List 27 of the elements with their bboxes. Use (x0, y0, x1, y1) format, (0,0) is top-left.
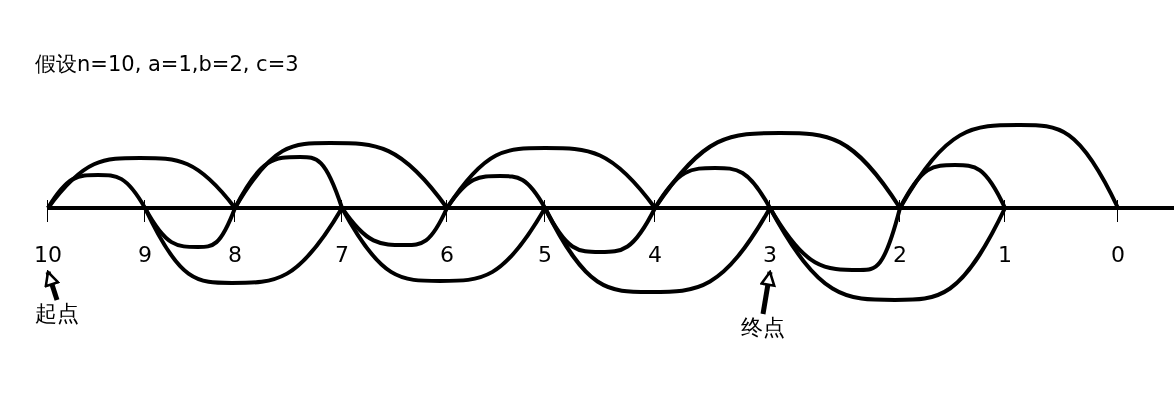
arc (768, 207, 1007, 302)
arc (233, 141, 449, 210)
arc (46, 173, 147, 210)
up-arrow (760, 270, 776, 315)
point-label: 起点 (35, 300, 79, 328)
title: 假设n=10, a=1,b=2, c=3 (35, 51, 299, 78)
point-number: 4 (647, 242, 663, 268)
point-number: 0 (1110, 242, 1126, 268)
arc (340, 206, 547, 283)
point-number: 2 (892, 242, 908, 268)
arc (898, 163, 1007, 209)
arc (898, 123, 1120, 210)
point-number: 10 (33, 242, 63, 268)
point-number: 3 (762, 242, 778, 268)
arc (653, 166, 772, 210)
arc (543, 206, 772, 294)
arc (233, 155, 344, 209)
point-label: 终点 (741, 314, 785, 342)
arc (653, 131, 902, 210)
point-number: 8 (227, 242, 243, 268)
point-number: 7 (334, 242, 350, 268)
point-number: 5 (537, 242, 553, 268)
point-number: 6 (439, 242, 455, 268)
arc (143, 206, 344, 285)
point-number: 9 (137, 242, 153, 268)
point-number: 1 (997, 242, 1013, 268)
up-arrow (44, 270, 60, 301)
